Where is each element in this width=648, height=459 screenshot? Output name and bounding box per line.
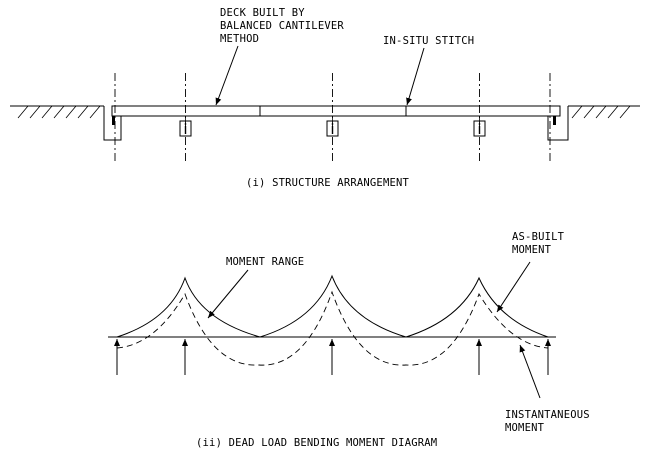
bridge-deck — [111, 105, 561, 117]
as-built-moment-curve — [116, 274, 549, 338]
ground-right — [568, 105, 640, 119]
deck-label-line3: METHOD — [220, 33, 259, 45]
as-built-label-line2: MOMENT — [512, 244, 552, 256]
instantaneous-label-line1: INSTANTANEOUS — [505, 409, 590, 421]
ground-left — [10, 105, 104, 119]
caption-moment-diagram: (ii) DEAD LOAD BENDING MOMENT DIAGRAM — [196, 437, 437, 449]
abutment-right — [547, 106, 569, 141]
caption-structure: (i) STRUCTURE ARRANGEMENT — [246, 177, 410, 189]
support-arrows — [114, 339, 551, 375]
stitch-leader — [406, 47, 425, 106]
bearing-right — [553, 116, 556, 125]
structure-arrangement: DECK BUILT BY BALANCED CANTILEVER METHOD… — [10, 7, 640, 189]
instantaneous-label-line2: MOMENT — [505, 422, 545, 434]
instantaneous-moment-curve — [116, 290, 549, 366]
deck-label-line2: BALANCED CANTILEVER — [220, 20, 344, 32]
stitch-label: IN-SITU STITCH — [383, 35, 474, 47]
instantaneous-leader — [519, 344, 541, 399]
bearing-left — [112, 116, 115, 125]
as-built-leader — [496, 261, 531, 313]
abutment-left — [103, 106, 122, 141]
deck-label-line1: DECK BUILT BY — [220, 7, 305, 19]
bending-moment-diagram: MOMENT RANGE AS-BUILT MOMENT INSTANTANEO… — [108, 231, 590, 449]
centerlines — [114, 73, 551, 162]
deck-leader — [215, 45, 239, 106]
moment-range-leader — [207, 269, 249, 319]
as-built-label-line1: AS-BUILT — [512, 231, 565, 243]
moment-range-label: MOMENT RANGE — [226, 256, 304, 268]
